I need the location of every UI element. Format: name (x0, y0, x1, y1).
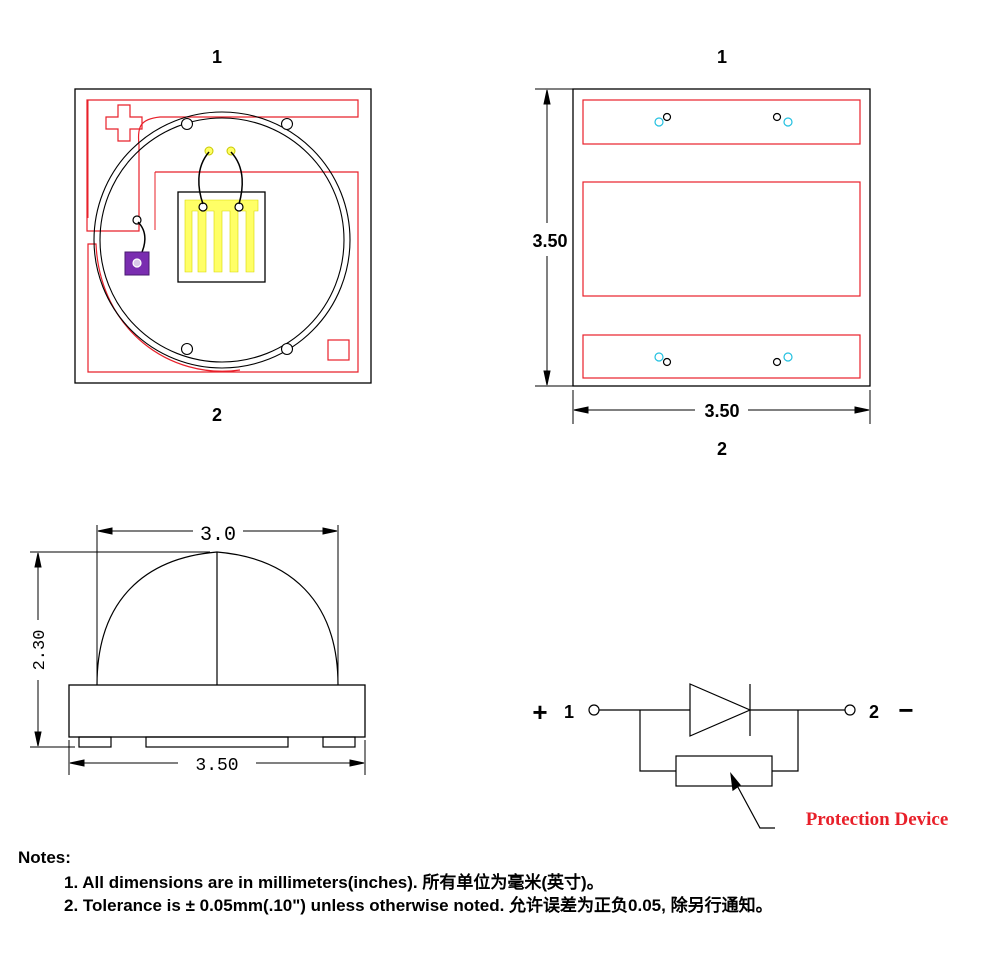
protection-leader-line (732, 777, 775, 829)
bottom-thermal-pad (582, 181, 861, 297)
lens-inner-ring (99, 117, 345, 363)
bond-wire (230, 151, 243, 205)
via-hole (783, 352, 793, 362)
esd-chip-pad (132, 258, 142, 268)
via-hole (772, 112, 782, 122)
led-chip-outline (177, 191, 266, 283)
bottom-pad-cathode (582, 334, 861, 379)
esd-bond-pad (132, 215, 142, 225)
bottom-view: 1 2 3.50 3 (532, 47, 871, 459)
bond-wire (198, 151, 210, 205)
side-view: 3.0 2.30 3.50 (30, 524, 366, 776)
side-view-lens-width-label: 3.0 (200, 524, 236, 547)
via-hole (772, 357, 782, 367)
via-hole (662, 112, 672, 122)
protection-leader-arrow (730, 772, 741, 792)
side-view-height-label: 2.30 (31, 630, 50, 671)
top-view-pin2-label: 2 (212, 405, 222, 425)
cathode-minus-sign: − (898, 695, 913, 725)
side-view-pad (78, 736, 112, 748)
top-view: 1 2 (74, 47, 372, 425)
notes-title: Notes: (18, 848, 71, 867)
bottom-pad-anode (582, 99, 861, 145)
via-hole (662, 357, 672, 367)
anode-plus-sign: + (532, 697, 547, 727)
top-view-pin1-label: 1 (212, 47, 222, 67)
top-view-package-outline (74, 88, 372, 384)
schematic-terminal-2 (844, 704, 856, 716)
protection-device-symbol (675, 755, 773, 787)
led-chip-electrode (184, 199, 259, 273)
side-view-base-width-dimension (68, 740, 366, 775)
schematic-pin1-label: 1 (564, 702, 574, 722)
schematic: + 1 2 − Protection Device (532, 683, 949, 830)
protection-device-label: Protection Device (806, 809, 949, 830)
side-view-base-width-label: 3.50 (195, 756, 238, 776)
notes-section: Notes: 1. All dimensions are in millimet… (18, 846, 988, 917)
via-hole (654, 352, 664, 362)
bottom-view-pin1-label: 1 (717, 47, 727, 67)
bottom-view-height-label: 3.50 (532, 231, 567, 251)
bottom-view-pin2-label: 2 (717, 439, 727, 459)
top-view-hole (180, 117, 194, 131)
top-view-corner-pad (327, 339, 350, 361)
schematic-pin2-label: 2 (869, 702, 879, 722)
chip-bond-pad (198, 202, 208, 212)
chip-bond-pad (234, 202, 244, 212)
bottom-view-width-label: 3.50 (704, 401, 739, 421)
note-item: 1. All dimensions are in millimeters(inc… (64, 873, 604, 892)
side-view-height-dimension (30, 551, 210, 748)
via-hole (783, 117, 793, 127)
bond-pad-anode (204, 146, 214, 156)
schematic-wire (772, 710, 799, 772)
polarity-cross-mark (105, 104, 143, 142)
top-view-hole (280, 117, 294, 131)
side-view-base (68, 684, 366, 738)
top-view-hole (180, 342, 194, 356)
schematic-terminal-1 (588, 704, 600, 716)
diode-triangle (689, 683, 752, 737)
bottom-view-height-dimension (535, 88, 578, 387)
bond-pad-cathode (226, 146, 236, 156)
via-hole (654, 117, 664, 127)
side-view-pad (145, 736, 289, 748)
schematic-wire (639, 710, 676, 772)
note-item: 2. Tolerance is ± 0.05mm(.10") unless ot… (64, 896, 773, 915)
top-view-hole (280, 342, 294, 356)
top-view-anode-trace (86, 99, 359, 232)
side-view-pad (322, 736, 356, 748)
lens-outer-ring (93, 111, 351, 369)
bottom-view-width-dimension (572, 390, 871, 424)
bottom-view-package-outline (572, 88, 871, 387)
